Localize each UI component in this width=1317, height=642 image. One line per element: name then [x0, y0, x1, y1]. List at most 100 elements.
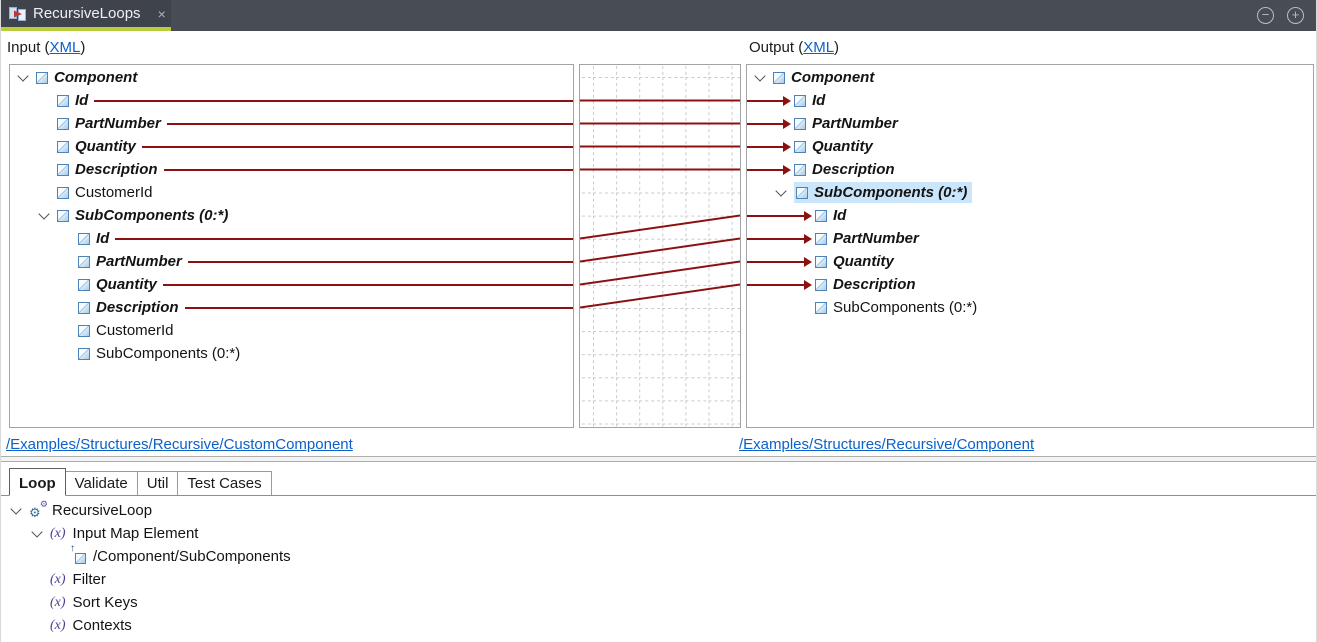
xml-element-icon — [773, 71, 785, 84]
tree-item-label: Id — [833, 207, 847, 224]
mapping-grid-panel — [579, 64, 741, 428]
chevron-down-icon[interactable] — [10, 503, 22, 515]
tree-row[interactable]: Quantity — [747, 250, 1313, 273]
input-xml-link[interactable]: XML — [49, 39, 81, 56]
output-tree-panel: Component Id PartNumber Quantity Descrip… — [746, 64, 1314, 428]
tree-item-label: CustomerId — [75, 184, 153, 201]
tree-row[interactable]: Component — [10, 66, 573, 89]
function-icon: (x) — [50, 525, 66, 541]
output-header: Output (XML) — [749, 39, 839, 56]
tree-item-label: Description — [812, 161, 895, 178]
tree-item-label: CustomerId — [96, 322, 174, 339]
xml-element-icon — [78, 255, 90, 268]
output-header-label: Output ( — [749, 39, 804, 56]
tree-item-label: Quantity — [96, 276, 157, 293]
tree-item-label: PartNumber — [833, 230, 919, 247]
mapping-line[interactable] — [115, 237, 573, 240]
tree-row[interactable]: Id — [10, 89, 573, 112]
tree-row[interactable]: PartNumber — [10, 250, 573, 273]
tree-row[interactable]: Id — [747, 89, 1313, 112]
xml-element-icon — [815, 278, 827, 291]
tree-row[interactable]: Id — [10, 227, 573, 250]
mapping-line[interactable] — [187, 260, 573, 263]
xml-element-icon — [815, 232, 827, 245]
mapping-line[interactable] — [162, 283, 573, 286]
output-header-paren: ) — [834, 39, 840, 56]
tree-row[interactable]: SubComponents (0:*) — [747, 296, 1313, 319]
tab-validate[interactable]: Validate — [65, 471, 138, 495]
tree-item-label: Quantity — [812, 138, 873, 155]
tree-row[interactable]: Id — [747, 204, 1313, 227]
xml-element-icon — [57, 140, 69, 153]
input-schema-link[interactable]: /Examples/Structures/Recursive/CustomCom… — [6, 436, 353, 453]
mapping-arrow[interactable] — [747, 158, 791, 181]
tree-row[interactable]: Quantity — [10, 273, 573, 296]
xml-element-icon — [78, 347, 90, 360]
tree-row[interactable]: (x)Sort Keys — [5, 591, 1316, 614]
tree-row[interactable]: (x)Input Map Element — [5, 522, 1316, 545]
tree-item-label: PartNumber — [812, 115, 898, 132]
chevron-down-icon[interactable] — [31, 526, 43, 538]
tree-row[interactable]: SubComponents (0:*) — [10, 204, 573, 227]
tree-item-label: Component — [54, 69, 138, 86]
mapping-arrow[interactable] — [747, 112, 791, 135]
tree-row-selected[interactable]: SubComponents (0:*) — [747, 181, 1313, 204]
tree-row[interactable]: (x)Filter — [5, 568, 1316, 591]
tree-row[interactable]: Quantity — [10, 135, 573, 158]
mapping-arrow[interactable] — [747, 273, 812, 296]
mapping-arrow[interactable] — [747, 227, 812, 250]
mapping-line[interactable] — [163, 168, 573, 171]
tree-item-label: SubComponents (0:*) — [833, 299, 978, 316]
close-icon[interactable]: × — [157, 5, 166, 22]
mapping-line[interactable] — [166, 122, 573, 125]
tree-item-label: Contexts — [72, 617, 132, 634]
tree-row[interactable]: PartNumber — [747, 112, 1313, 135]
xml-element-icon — [78, 232, 90, 245]
xml-element-icon — [57, 209, 69, 222]
chevron-down-icon[interactable] — [754, 70, 766, 82]
tree-row[interactable]: (x)Contexts — [5, 614, 1316, 637]
mapping-arrow[interactable] — [747, 204, 812, 227]
xml-element-icon — [794, 140, 806, 153]
selection-highlight: SubComponents (0:*) — [794, 182, 973, 203]
tree-item-label: Quantity — [833, 253, 894, 270]
tab-util[interactable]: Util — [137, 471, 179, 495]
chevron-down-icon[interactable] — [38, 208, 50, 220]
tree-row[interactable]: CustomerId — [10, 181, 573, 204]
loop-properties-tree: ⚙⚙RecursiveLoop (x)Input Map Element ↑/C… — [5, 499, 1316, 637]
tree-row[interactable]: CustomerId — [10, 319, 573, 342]
mapping-arrow[interactable] — [747, 89, 791, 112]
tree-row[interactable]: Quantity — [747, 135, 1313, 158]
xml-element-icon — [794, 94, 806, 107]
tree-item-label: SubComponents (0:*) — [814, 184, 968, 201]
xml-element-icon — [815, 255, 827, 268]
tree-row[interactable]: Description — [10, 158, 573, 181]
mapping-arrow[interactable] — [747, 135, 791, 158]
mapping-arrow[interactable] — [747, 250, 812, 273]
tree-row[interactable]: ⚙⚙RecursiveLoop — [5, 499, 1316, 522]
mapping-line[interactable] — [94, 99, 573, 102]
output-xml-link[interactable]: XML — [803, 39, 835, 56]
tree-row[interactable]: Description — [747, 158, 1313, 181]
chevron-down-icon[interactable] — [775, 185, 787, 197]
horizontal-splitter[interactable] — [1, 456, 1316, 462]
mapping-connections[interactable] — [580, 65, 740, 427]
mapping-line[interactable] — [141, 145, 573, 148]
tree-row[interactable]: PartNumber — [747, 227, 1313, 250]
tree-row[interactable]: SubComponents (0:*) — [10, 342, 573, 365]
zoom-out-icon[interactable]: − — [1257, 7, 1274, 24]
output-schema-link[interactable]: /Examples/Structures/Recursive/Component — [739, 436, 1035, 453]
tab-test-cases[interactable]: Test Cases — [178, 471, 272, 495]
document-tab[interactable]: RecursiveLoops × — [1, 0, 171, 31]
zoom-in-icon[interactable]: + — [1287, 7, 1304, 24]
tab-loop[interactable]: Loop — [9, 468, 66, 496]
tree-row[interactable]: Description — [10, 296, 573, 319]
tree-row[interactable]: Component — [747, 66, 1313, 89]
tree-row[interactable]: Description — [747, 273, 1313, 296]
tree-row[interactable]: PartNumber — [10, 112, 573, 135]
mapping-line[interactable] — [184, 306, 573, 309]
tree-row[interactable]: ↑/Component/SubComponents — [5, 544, 1316, 568]
element-reference-icon: ↑ — [70, 544, 86, 564]
chevron-down-icon[interactable] — [17, 70, 29, 82]
